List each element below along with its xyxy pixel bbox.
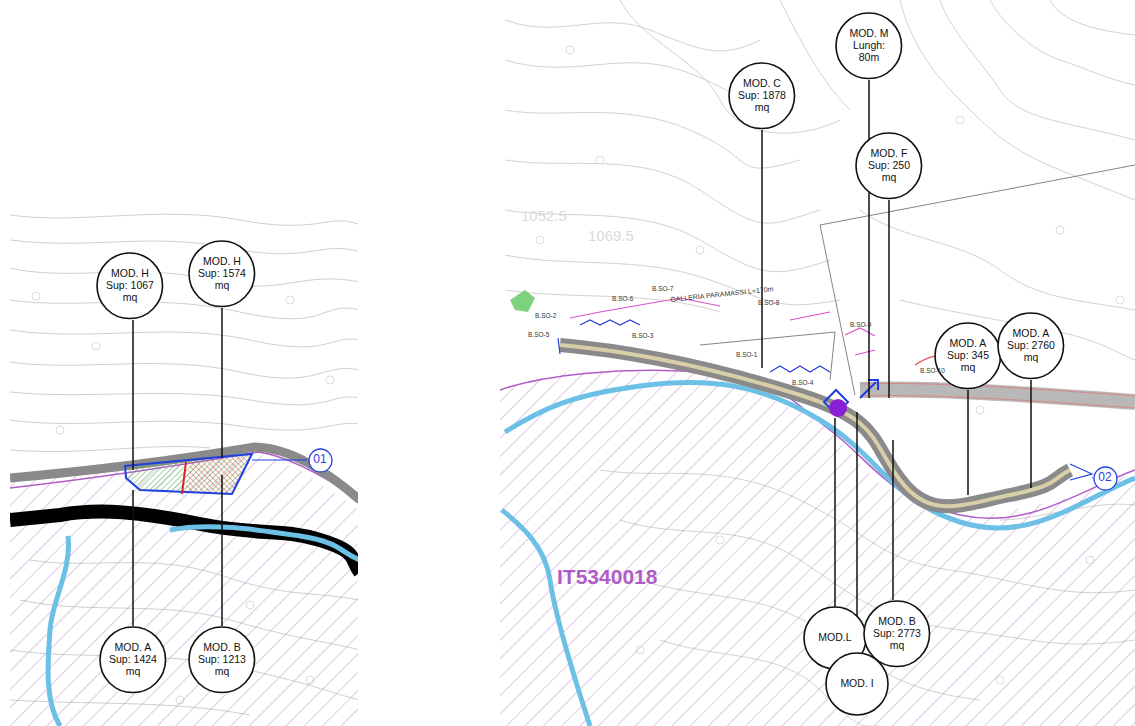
map-label: B.SO-1 [736, 352, 757, 359]
callout-circle: MOD. MLungh: 80m [835, 12, 903, 80]
callout-circle: MOD. HSup: 1067 mq [96, 252, 164, 320]
circle-text: MOD. HSup: 1067 mq [106, 268, 154, 303]
module-name: MOD. B [873, 616, 921, 628]
map-label: B.SO-9 [850, 322, 871, 329]
module-name: MOD. I [833, 678, 881, 690]
module-name: MOD. A [109, 642, 157, 654]
circle-text: 01 [313, 453, 326, 466]
module-name: MOD. A [1007, 328, 1055, 340]
circle-text: MOD. BSup: 2773 mq [873, 616, 921, 651]
circle-text: 02 [1098, 471, 1111, 484]
callout-circle: MOD. ASup: 2760 mq [997, 312, 1065, 380]
circle-text: MOD. CSup: 1878 mq [738, 78, 786, 113]
map-label: B.SO-4 [792, 380, 813, 387]
map-label: B.SO-6 [612, 296, 633, 303]
station-number: 01 [308, 448, 333, 473]
module-size: Sup: 1424 mq [109, 654, 157, 678]
callout-circle: MOD. BSup: 1213 mq [188, 626, 256, 694]
module-size: Sup: 2760 mq [1007, 340, 1055, 364]
circle-text: MOD. ASup: 1424 mq [109, 642, 157, 677]
map-label: B.SO-2 [535, 313, 556, 320]
circle-text: MOD. ASup: 345 mq [944, 338, 992, 373]
map-label: B.SO-5 [528, 332, 549, 339]
module-name: MOD. H [106, 268, 154, 280]
module-size: Sup: 1213 mq [198, 654, 246, 678]
circle-text: MOD. ASup: 2760 mq [1007, 328, 1055, 363]
callout-circle: MOD. ASup: 345 mq [934, 322, 1002, 390]
module-name: MOD. H [198, 256, 246, 268]
module-size: Lungh: 80m [845, 40, 893, 64]
module-size: Sup: 1067 mq [106, 280, 154, 304]
map-label: B.SO-8 [758, 300, 779, 307]
circle-text: MOD. MLungh: 80m [845, 28, 893, 63]
module-size: Sup: 250 mq [865, 160, 913, 184]
map-label: B.SO-10 [920, 368, 945, 375]
module-name: 02 [1098, 471, 1111, 484]
circle-text: MOD. I [833, 678, 881, 690]
module-name: MOD. A [944, 338, 992, 350]
station-number: 02 [1093, 466, 1118, 491]
module-name: MOD.L [811, 632, 859, 644]
module-size: Sup: 1878 mq [738, 90, 786, 114]
module-size: Sup: 2773 mq [873, 628, 921, 652]
map-label: B.SO-7 [652, 286, 673, 293]
callout-circle: MOD. I [825, 652, 889, 716]
map-label: B.SO-3 [632, 333, 653, 340]
module-name: MOD. B [198, 642, 246, 654]
callout-circle: MOD. CSup: 1878 mq [728, 62, 796, 130]
callout-circle: MOD. FSup: 250 mq [855, 132, 923, 200]
module-name: 01 [313, 453, 326, 466]
module-size: Sup: 345 mq [944, 350, 992, 374]
circle-text: MOD.L [811, 632, 859, 644]
callout-circle: MOD. HSup: 1574 mq [188, 240, 256, 308]
elevation-label: 1052.5 [521, 208, 567, 223]
module-name: MOD. C [738, 78, 786, 90]
elevation-label: 1069.5 [588, 228, 634, 243]
module-name: MOD. F [865, 148, 913, 160]
circle-text: MOD. HSup: 1574 mq [198, 256, 246, 291]
circle-text: MOD. FSup: 250 mq [865, 148, 913, 183]
circle-text: MOD. BSup: 1213 mq [198, 642, 246, 677]
site-code: IT5340018 [557, 566, 657, 587]
callout-circle: MOD. ASup: 1424 mq [99, 626, 167, 694]
module-name: MOD. M [845, 28, 893, 40]
module-size: Sup: 1574 mq [198, 268, 246, 292]
